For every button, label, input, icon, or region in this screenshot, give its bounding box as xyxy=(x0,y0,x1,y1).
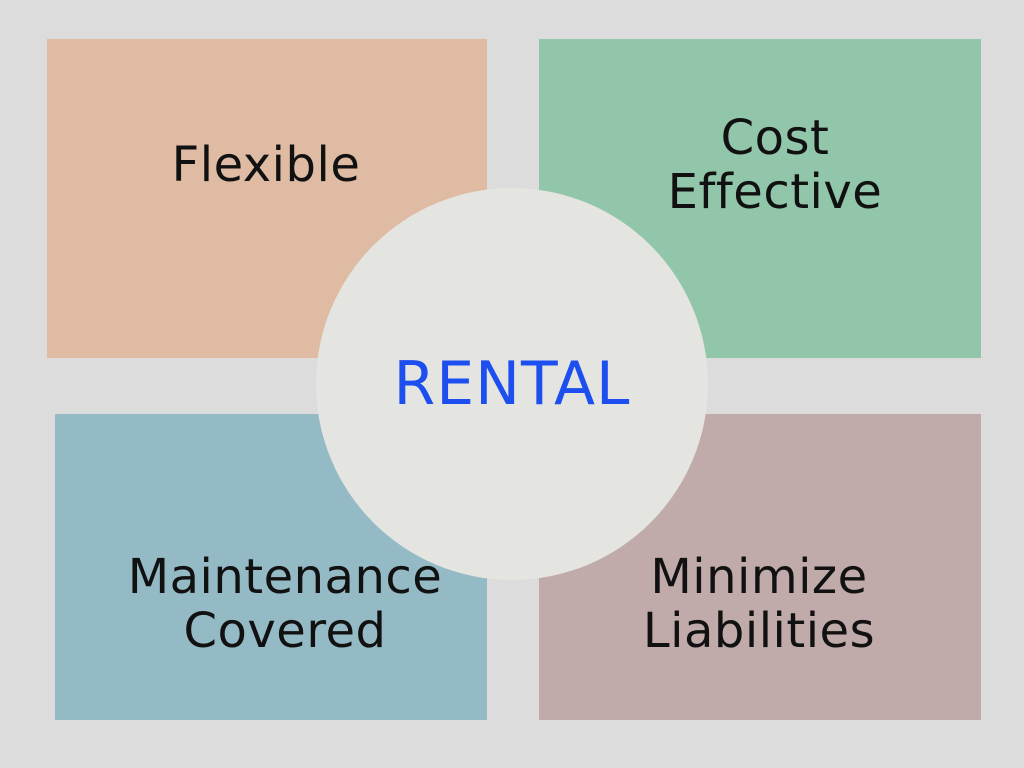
quadrant-minimize-liabilities-line-1: Minimize xyxy=(650,549,868,605)
quadrant-flexible-label: Flexible xyxy=(46,138,486,192)
quadrant-maintenance-covered-label: Maintenance Covered xyxy=(69,550,501,658)
quadrant-flexible-line-1: Flexible xyxy=(171,137,361,193)
quadrant-maintenance-covered: Maintenance Covered xyxy=(55,414,487,720)
quadrant-cost-effective: Cost Effective xyxy=(539,39,981,358)
center-circle: RENTAL xyxy=(316,188,708,580)
quadrant-cost-effective-line-2: Effective xyxy=(667,164,883,220)
quadrant-maintenance-covered-line-1: Maintenance xyxy=(127,549,443,605)
quadrant-minimize-liabilities-line-2: Liabilities xyxy=(642,603,876,659)
quadrant-maintenance-covered-line-2: Covered xyxy=(183,603,387,659)
center-label: RENTAL xyxy=(393,349,631,419)
quadrant-cost-effective-line-1: Cost xyxy=(720,110,830,166)
quadrant-minimize-liabilities-label: Minimize Liabilities xyxy=(538,550,980,658)
quadrant-flexible: Flexible xyxy=(47,39,487,358)
quadrant-cost-effective-label: Cost Effective xyxy=(554,111,996,219)
